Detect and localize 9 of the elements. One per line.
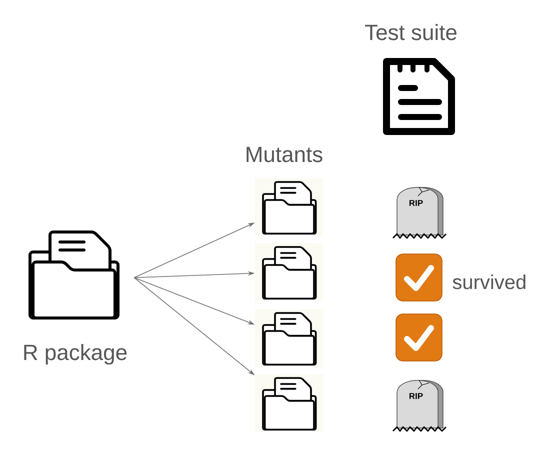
folder-icon: [255, 178, 323, 236]
node-label: R package: [24, 344, 127, 365]
heading-text: Test suite: [365, 24, 456, 40]
engraved-text: RIP: [409, 393, 423, 399]
folder-icon: [255, 309, 323, 367]
folder-icon: [255, 243, 323, 301]
folder-icon: [255, 374, 323, 432]
engraved-text: RIP: [409, 200, 423, 206]
status-text: survived: [452, 274, 526, 290]
